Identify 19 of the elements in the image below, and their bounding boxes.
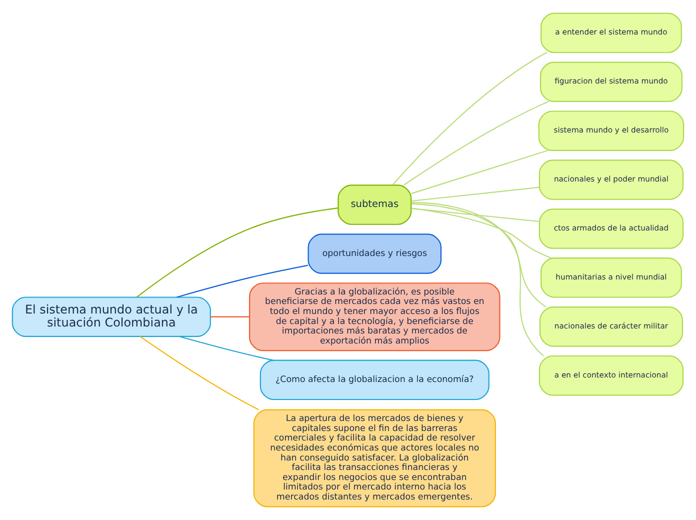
connector bbox=[404, 101, 549, 186]
node-box: oportunidades y riesgos bbox=[308, 234, 442, 274]
connector bbox=[140, 336, 259, 410]
connector bbox=[136, 208, 338, 298]
connector bbox=[411, 208, 552, 259]
connector bbox=[411, 186, 540, 202]
node-box: ¿Como afecta la globalizacion a la economía? bbox=[260, 360, 490, 400]
connector bbox=[392, 52, 548, 186]
connector bbox=[179, 336, 274, 361]
connector bbox=[176, 264, 308, 298]
connector bbox=[411, 208, 540, 222]
connector bbox=[411, 203, 546, 308]
node-box: La apertura de los mercados de bienes y capitales supone el fin de las barreras comerciales y facilita la capacidad de resolver necesidades económicas que actores locales no han conseguido satisfacer. La globalización facilita las transacciones financieras y expandir los negocios que se encontraban limitados por el mercado interno hacia los mercados distantes y mercados emergentes. bbox=[253, 409, 496, 508]
node-box: subtemas bbox=[338, 184, 412, 225]
connector bbox=[411, 150, 548, 194]
node-box: Gracias a la globalización, es posible beneficiarse de mercados cada vez más vastos en todo el mundo y tener mayor acceso a los flujos de capital y a la tecnología, y beneficiarse de importaciones más baratas y mercados de exportación más amplios bbox=[249, 282, 500, 352]
connector bbox=[210, 316, 250, 318]
connector bbox=[411, 202, 544, 356]
node-box: El sistema mundo actual y la situación Colombiana bbox=[12, 296, 211, 337]
